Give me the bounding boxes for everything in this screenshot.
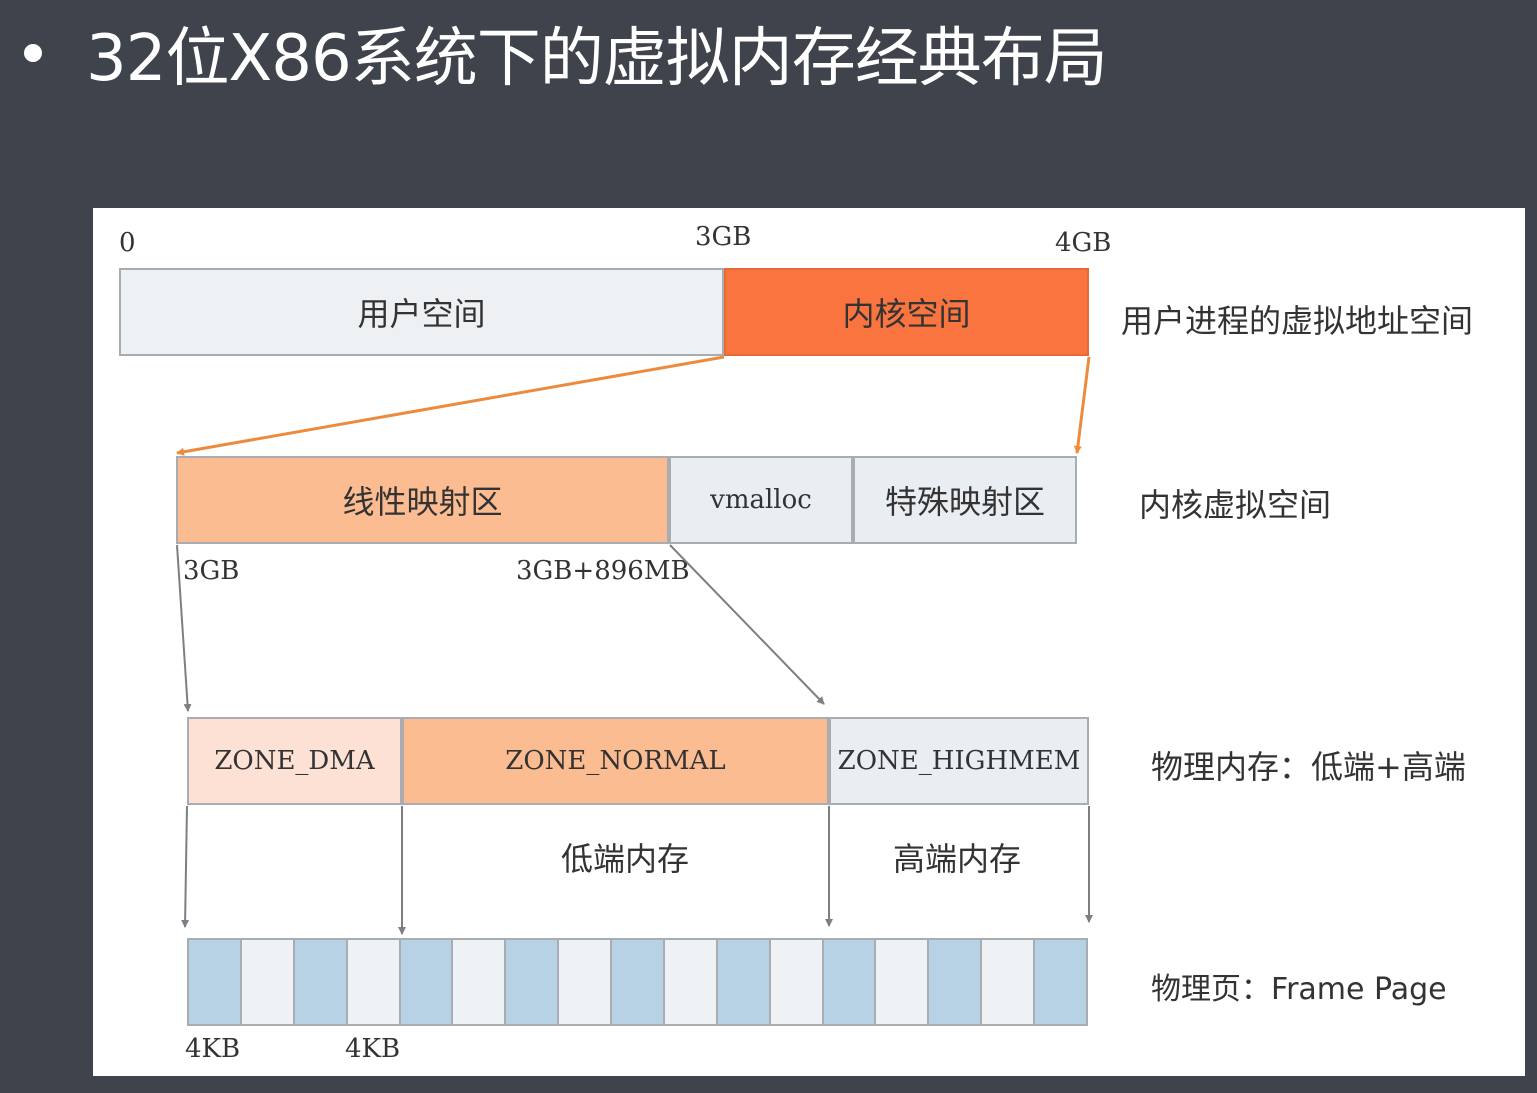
address-3gb-label: 3GB [695,222,752,252]
diagram-panel: 0 3GB 4GB 用户空间 内核空间 用户进程的虚拟地址空间 线性映射区 vm… [93,208,1525,1076]
bullet-icon [24,44,42,62]
kernel-vas-side-label: 内核虚拟空间 [1139,486,1332,524]
user-space-box: 用户空间 [119,268,724,356]
frame-page [189,940,242,1024]
slide-title: 32位X86系统下的虚拟内存经典布局 [18,8,1108,98]
linear-map-box: 线性映射区 [176,456,669,544]
zone-dma-box: ZONE_DMA [187,717,402,805]
user-space-label: 用户空间 [357,295,486,333]
arrow-896mb-to-zone-highmem [669,544,825,705]
kernel-space-box: 内核空间 [724,268,1089,356]
frame-page [770,940,824,1024]
frame-page-side-label: 物理页：Frame Page [1151,972,1447,1007]
frame-page [664,940,718,1024]
frame-page [612,940,665,1024]
frame-page [559,940,612,1024]
frame-page [506,940,560,1024]
address-0-label: 0 [119,228,136,258]
zone-highmem-box: ZONE_HIGHMEM [829,717,1089,805]
special-map-box: 特殊映射区 [853,456,1077,544]
arrow-zone-dma-start [181,805,190,928]
title-text: 32位X86系统下的虚拟内存经典布局 [86,22,1108,96]
frame-page [241,940,295,1024]
kernel-addr-3gb-label: 3GB [183,556,240,586]
frame-page [982,940,1035,1024]
frame-page [294,940,348,1024]
zone-normal-box: ZONE_NORMAL [402,717,829,805]
special-map-label: 特殊映射区 [884,483,1045,521]
frame-page [1035,940,1086,1024]
vmalloc-box: vmalloc [669,456,853,544]
frame-page [453,940,507,1024]
frame-pages-strip [187,938,1088,1026]
physical-memory-side-label: 物理内存：低端+高端 [1151,748,1466,786]
frame-size-label-1: 4KB [185,1034,241,1064]
zone-highmem-label: ZONE_HIGHMEM [837,746,1081,776]
vmalloc-label: vmalloc [710,485,812,515]
kernel-space-label: 内核空间 [842,295,971,333]
frame-size-label-2: 4KB [345,1034,401,1064]
kernel-addr-896mb-label: 3GB+896MB [516,556,690,586]
frame-page [347,940,401,1024]
low-memory-label: 低端内存 [561,840,690,878]
frame-page [717,940,771,1024]
frame-page [823,940,877,1024]
process-vas-side-label: 用户进程的虚拟地址空间 [1121,302,1474,340]
high-memory-label: 高端内存 [893,840,1022,878]
frame-page [929,940,983,1024]
arrow-3gb-to-linear [176,355,725,456]
zone-dma-label: ZONE_DMA [214,746,375,776]
arrow-4gb-to-special [1073,356,1091,454]
frame-page [400,940,454,1024]
frame-page [876,940,930,1024]
zone-normal-label: ZONE_NORMAL [505,746,726,776]
address-4gb-label: 4GB [1055,228,1112,258]
linear-map-label: 线性映射区 [342,483,503,521]
